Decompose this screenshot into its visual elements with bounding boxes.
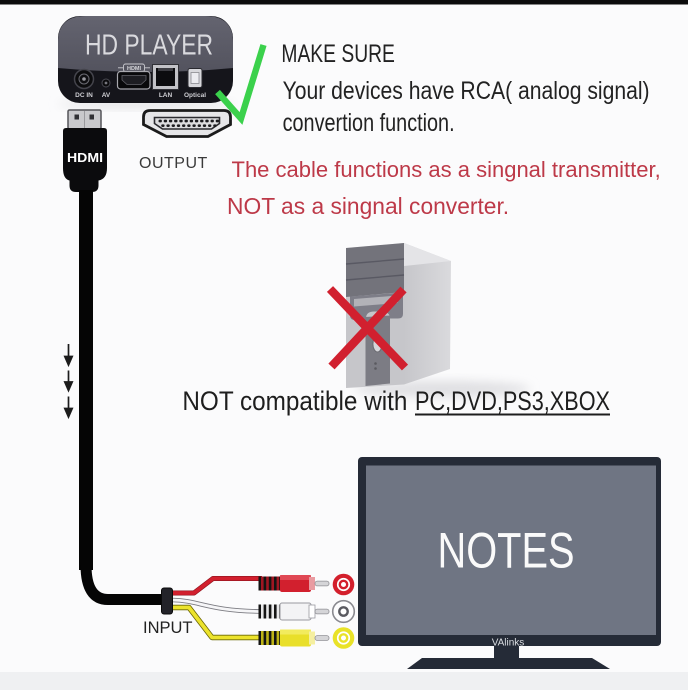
svg-text:The cable functions as a singn: The cable functions as a singnal transmi…	[232, 157, 661, 182]
svg-text:MAKE SURE: MAKE SURE	[281, 40, 395, 68]
svg-text:Your devices have RCA( analog: Your devices have RCA( analog signal)	[283, 77, 650, 105]
svg-text:NOT compatible with: NOT compatible with	[182, 386, 407, 416]
svg-text:NOT as a singnal converter.: NOT as a singnal converter.	[227, 193, 509, 219]
svg-text:PC,DVD,PS3,XBOX: PC,DVD,PS3,XBOX	[415, 386, 610, 416]
svg-text:Optical: Optical	[184, 92, 206, 99]
svg-text:VAlinks: VAlinks	[492, 638, 525, 649]
svg-text:OUTPUT: OUTPUT	[139, 155, 208, 172]
svg-text:AV: AV	[102, 92, 111, 99]
svg-text:convertion function.: convertion function.	[283, 109, 455, 137]
svg-text:HD PLAYER: HD PLAYER	[85, 30, 213, 62]
svg-text:HDMI: HDMI	[127, 66, 142, 72]
svg-text:DC IN: DC IN	[75, 92, 93, 99]
svg-text:HDMI: HDMI	[67, 150, 103, 165]
svg-text:INPUT: INPUT	[143, 619, 193, 637]
svg-text:LAN: LAN	[159, 92, 173, 99]
svg-text:NOTES: NOTES	[438, 523, 575, 579]
